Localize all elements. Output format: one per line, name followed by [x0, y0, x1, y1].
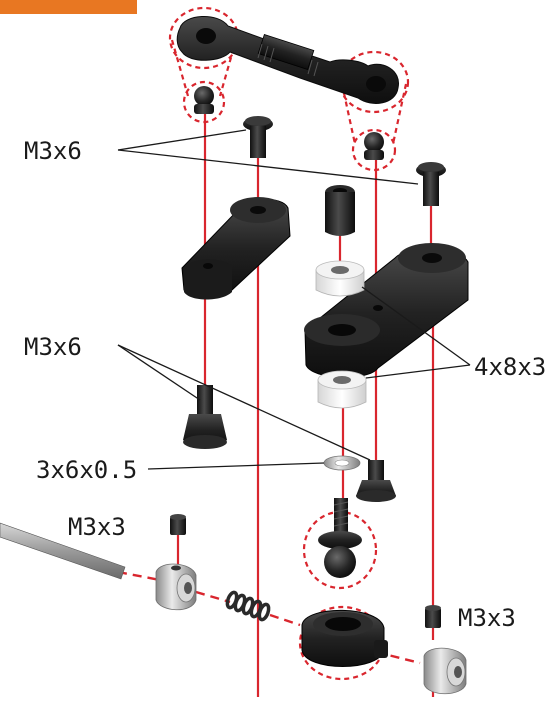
washer-label-3x6x05: 3x6x0.5	[36, 456, 138, 484]
assembly-guide-lines	[176, 110, 435, 697]
washer-icon	[323, 455, 361, 471]
pushrod-icon	[0, 522, 126, 580]
countersunk-screw-icon	[356, 460, 396, 502]
button-head-screw-icon	[416, 162, 446, 206]
set-screw-icon	[170, 514, 186, 535]
callout-lines	[117, 129, 471, 470]
ball-stud-icon	[318, 498, 362, 578]
socket-screw-icon	[325, 185, 355, 236]
button-head-screw-icon	[243, 116, 273, 158]
ball-stud-icon	[364, 132, 384, 160]
set-screw-label-m3x3-right: M3x3	[458, 604, 516, 632]
spacer-label-4x8x3: 4x8x3	[474, 353, 547, 381]
ball-joint-icon	[301, 609, 388, 667]
servo-arm-icon	[304, 243, 469, 378]
screw-label-m3x6-bottom: M3x6	[24, 333, 82, 361]
countersunk-screw-icon	[183, 385, 227, 449]
spacer-icon	[317, 370, 367, 409]
ball-stud-icon	[194, 86, 214, 114]
collar-icon	[155, 563, 197, 611]
turnbuckle-link-icon	[176, 15, 399, 104]
screw-label-m3x6-top: M3x6	[24, 137, 82, 165]
set-screw-label-m3x3-left: M3x3	[68, 513, 126, 541]
servo-arm-icon	[181, 197, 291, 300]
spacer-icon	[315, 260, 365, 297]
header-accent-tab	[0, 0, 137, 14]
spring-icon	[225, 590, 271, 622]
set-screw-icon	[425, 605, 441, 628]
collar-icon	[423, 647, 467, 695]
